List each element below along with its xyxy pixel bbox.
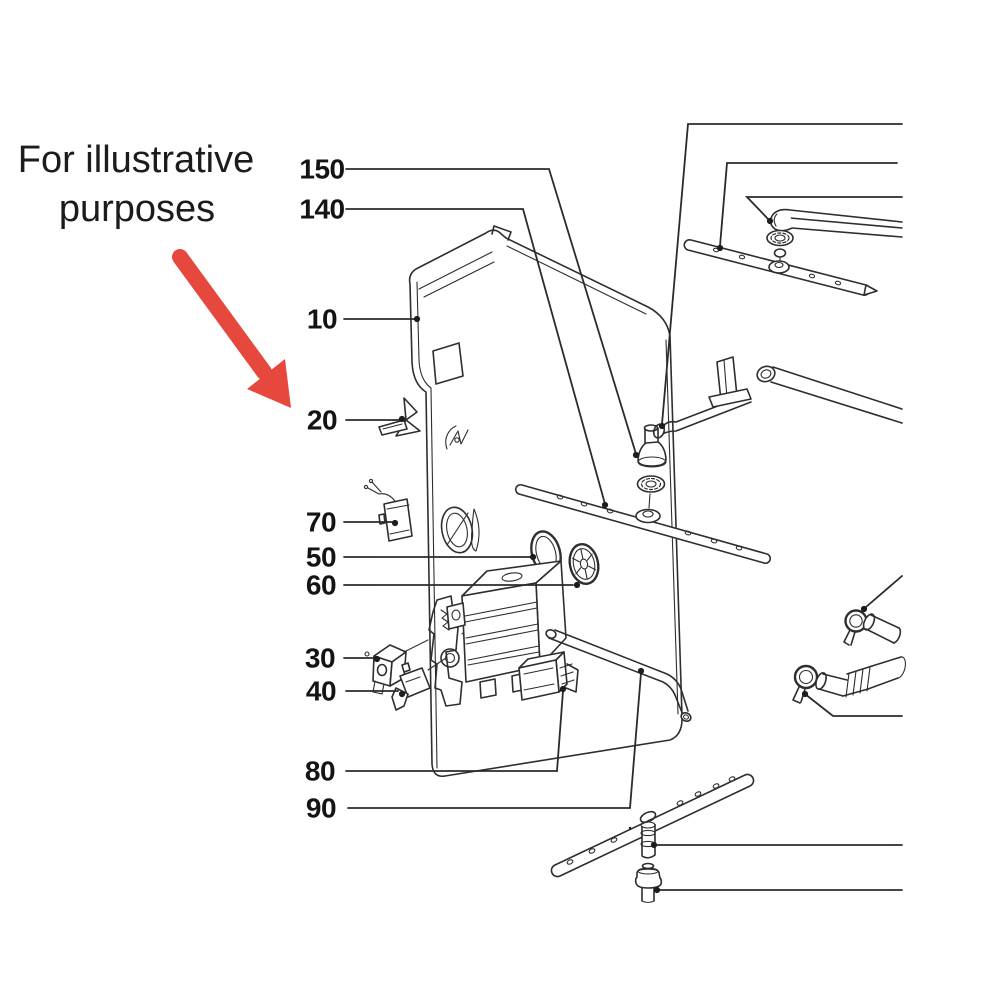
leader-dot-fill-tube xyxy=(637,667,645,675)
panel-plate xyxy=(432,342,464,385)
hose-clamp-lower xyxy=(792,656,906,704)
micro-switch xyxy=(391,657,447,711)
red-arrow-icon xyxy=(172,249,291,408)
leader-line-upper-hose-clamp xyxy=(865,575,903,608)
door-hinge-lever xyxy=(378,397,421,437)
watermark: For illustrative purposes xyxy=(18,139,255,230)
leader-dot-lower-arm-stem xyxy=(650,841,658,849)
leader-dot-middle-feed-hub xyxy=(632,451,640,459)
lower-arm-bearing xyxy=(634,862,663,904)
watermark-line1: For illustrative xyxy=(18,139,255,181)
part-label-90: 90 xyxy=(306,793,336,824)
leader-line-middle-spray-arm xyxy=(345,208,606,505)
panel-emblem xyxy=(445,425,469,450)
tube-elbow-cap xyxy=(756,365,776,383)
leader-dot-roller-wheel xyxy=(573,581,581,589)
part-label-50: 50 xyxy=(306,542,336,573)
part-label-60: 60 xyxy=(306,570,336,601)
leader-dot-gasket-ring xyxy=(529,553,537,561)
leader-dot-door-hinge-lever xyxy=(398,415,406,423)
leader-dot-door-switch xyxy=(391,519,399,527)
watermark-line2: purposes xyxy=(59,188,215,230)
part-label-10: 10 xyxy=(307,304,337,335)
leader-line-middle-feed-tube-elbow xyxy=(661,123,903,425)
lower-arm-stem xyxy=(640,821,656,859)
leader-line-upper-feed-arm-end xyxy=(744,196,903,221)
upper-spray-arm xyxy=(683,238,878,297)
leader-dot-upper-feed-arm-end xyxy=(766,217,774,225)
leader-dot-inner-door-panel xyxy=(413,315,421,323)
part-label-140: 140 xyxy=(299,194,344,225)
middle-feed-hub xyxy=(636,424,667,509)
leader-dot-middle-feed-tube-elbow xyxy=(658,422,666,430)
fill-tube xyxy=(545,629,692,722)
roller-wheel xyxy=(568,543,600,585)
detergent-dispenser xyxy=(446,560,567,699)
upper-feed-arm xyxy=(769,208,903,238)
leader-dot-latch-block xyxy=(373,655,381,663)
upper-hub-nut xyxy=(766,229,794,263)
door-switch xyxy=(363,478,413,542)
leader-dot-upper-hose-clamp xyxy=(860,605,868,613)
leader-dot-micro-switch xyxy=(398,690,406,698)
part-label-40: 40 xyxy=(306,676,336,707)
middle-feed-tube xyxy=(652,356,903,439)
dispenser-actuator xyxy=(518,651,579,701)
hose-clamp-upper xyxy=(843,609,902,646)
leader-dot-lower-hose-clamp xyxy=(801,690,809,698)
leader-line-lower-hose-clamp xyxy=(804,693,903,717)
part-label-30: 30 xyxy=(305,643,335,674)
leader-line-fill-tube xyxy=(347,672,642,809)
panel-vent-hole xyxy=(440,506,480,554)
leader-line-dispenser-actuator xyxy=(345,690,564,772)
part-label-150: 150 xyxy=(299,154,344,185)
leader-dot-upper-spray-arm xyxy=(716,244,724,252)
leader-line-upper-spray-arm xyxy=(719,162,898,247)
middle-spray-arm xyxy=(515,483,771,565)
leader-line-middle-feed-hub xyxy=(345,168,637,455)
leader-dot-lower-arm-bearing xyxy=(653,886,661,894)
part-label-70: 70 xyxy=(306,507,336,538)
part-label-20: 20 xyxy=(307,405,337,436)
part-label-80: 80 xyxy=(305,756,335,787)
leader-dot-dispenser-actuator xyxy=(559,685,567,693)
leader-dot-middle-spray-arm xyxy=(601,501,609,509)
